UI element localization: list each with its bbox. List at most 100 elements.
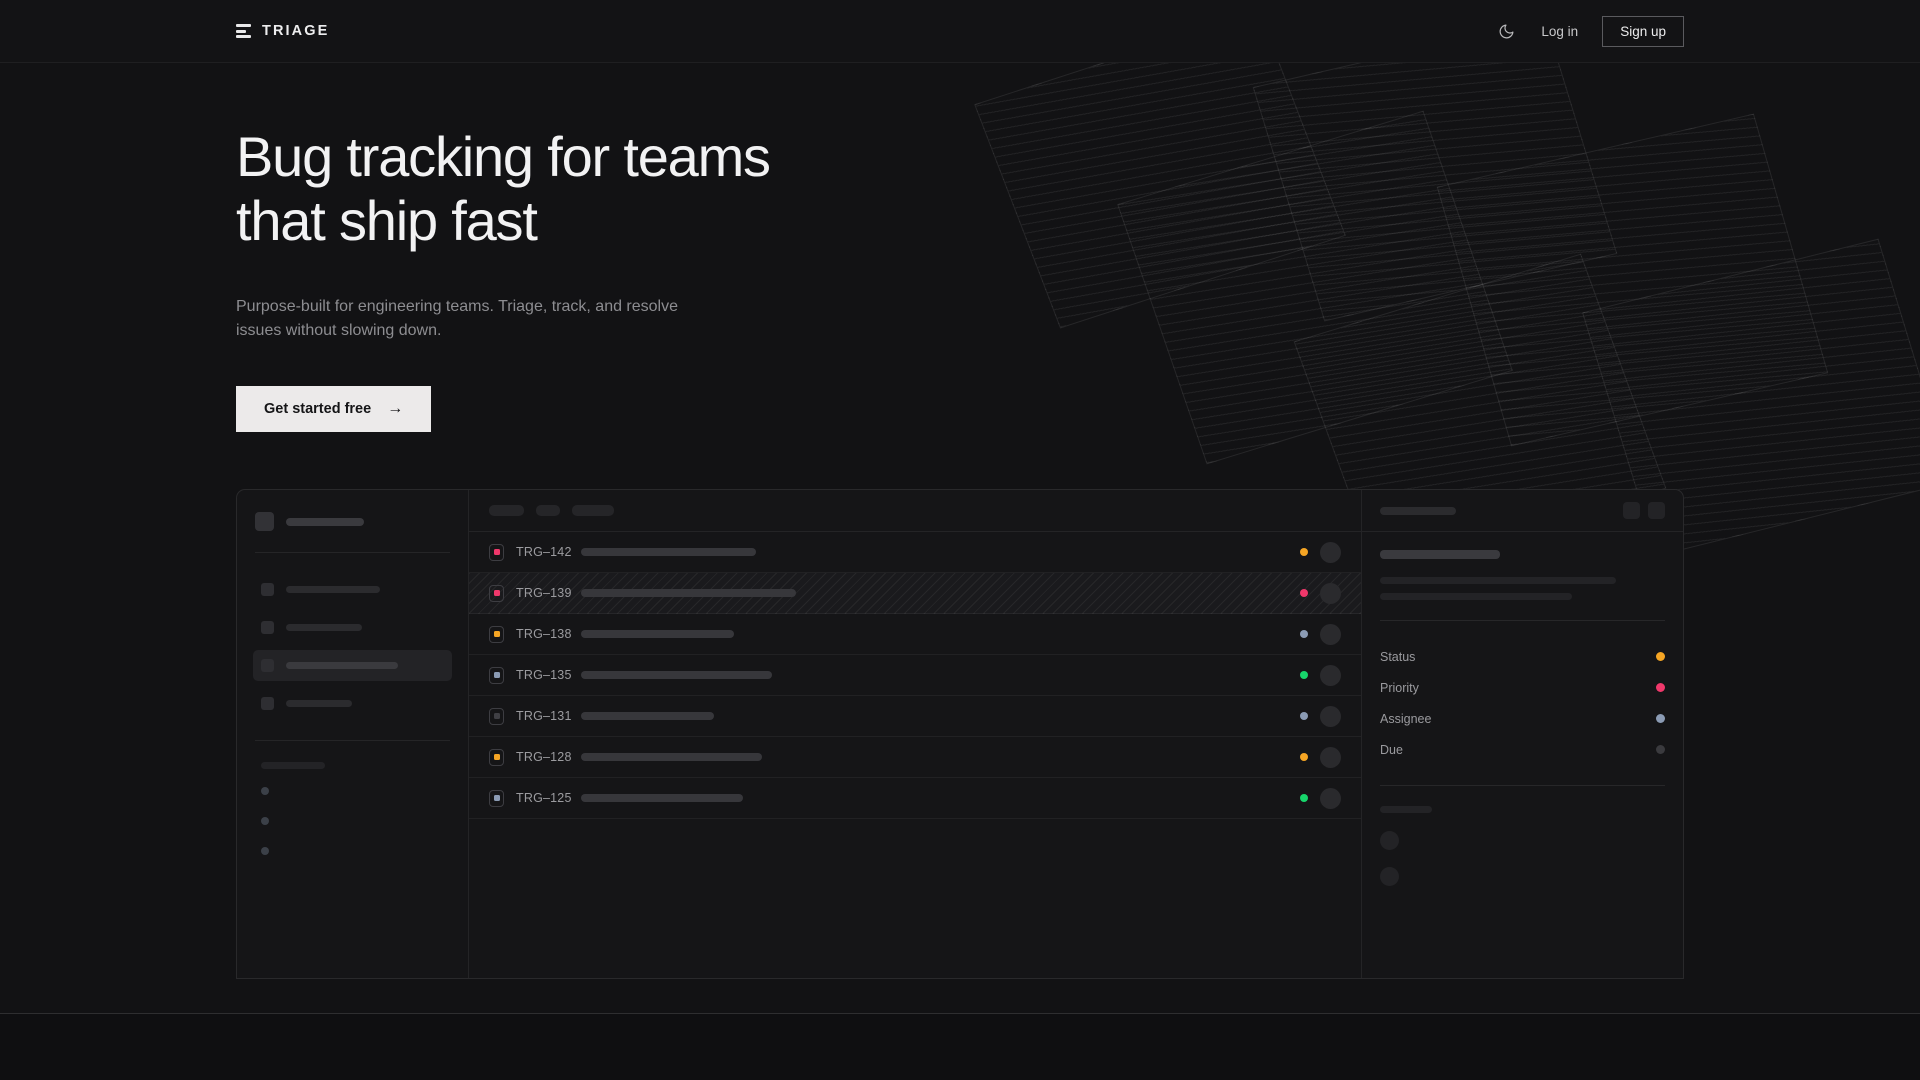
row-meta [1300, 664, 1341, 686]
avatar[interactable] [1320, 623, 1341, 645]
hero-subtext: Purpose-built for engineering teams. Tri… [236, 297, 679, 340]
detail-title-placeholder [1380, 506, 1456, 515]
field-label: Due [1380, 742, 1403, 757]
signup-button[interactable]: Sign up [1602, 15, 1684, 47]
sidebar-divider-2 [255, 740, 450, 742]
detail-header-buttons [1623, 502, 1665, 520]
detail-header-button-1[interactable] [1623, 502, 1640, 520]
status-badge[interactable] [1300, 794, 1308, 803]
headline-line-2: that ship fast [236, 188, 538, 252]
status-badge[interactable] [1300, 589, 1308, 598]
avatar[interactable] [1320, 541, 1341, 563]
priority-icon[interactable] [489, 789, 504, 807]
table-row[interactable]: TRG–125 [469, 778, 1361, 820]
field-label: Priority [1380, 680, 1419, 695]
detail-desc-line-2 [1380, 593, 1572, 601]
table-row[interactable]: TRG–128 [469, 737, 1361, 779]
brand-name: TRIAGE [262, 23, 330, 39]
issue-title-placeholder [581, 589, 796, 598]
table-row[interactable]: TRG–138 [469, 614, 1361, 656]
row-meta [1300, 705, 1341, 727]
table-row[interactable]: TRG–139 [469, 573, 1361, 615]
issue-id: TRG–138 [516, 627, 572, 642]
brand-logo[interactable]: TRIAGE [236, 23, 329, 39]
detail-header-button-2[interactable] [1648, 502, 1665, 520]
sidebar-item-3[interactable] [253, 650, 452, 682]
status-badge[interactable] [1300, 671, 1308, 680]
status-badge[interactable] [1300, 548, 1308, 557]
field-label: Assignee [1380, 711, 1432, 726]
sidebar-item-2[interactable] [253, 612, 452, 643]
priority-icon[interactable] [489, 584, 504, 602]
arrow-right-icon: → [387, 400, 404, 418]
detail-field-status[interactable]: Status [1380, 641, 1665, 672]
priority-icon[interactable] [489, 666, 504, 684]
sidebar-item-icon [261, 583, 274, 597]
issue-id: TRG–135 [516, 668, 572, 683]
priority-icon[interactable] [489, 625, 504, 643]
issue-list-toolbar [469, 490, 1361, 533]
detail-header [1362, 490, 1683, 533]
sidebar-sub-items [253, 787, 452, 856]
avatar[interactable] [1320, 664, 1341, 686]
sidebar-item-4[interactable] [253, 688, 452, 719]
preview-sidebar [237, 490, 469, 979]
detail-divider [1380, 620, 1665, 622]
row-meta [1300, 541, 1341, 563]
table-row[interactable]: TRG–142 [469, 532, 1361, 574]
sidebar-item-label [286, 624, 362, 632]
priority-icon[interactable] [489, 748, 504, 766]
priority-icon[interactable] [489, 707, 504, 725]
field-value-indicator [1656, 714, 1665, 724]
workspace-avatar [255, 512, 274, 532]
sidebar-item-1[interactable] [253, 574, 452, 605]
comment-avatar-1[interactable] [1380, 831, 1399, 851]
login-link[interactable]: Log in [1541, 23, 1579, 39]
field-label: Status [1380, 649, 1416, 664]
moon-icon[interactable] [1495, 20, 1517, 42]
priority-icon[interactable] [489, 543, 504, 561]
sidebar-sub-item-1[interactable] [253, 787, 452, 796]
table-row[interactable]: TRG–135 [469, 655, 1361, 697]
detail-field-due[interactable]: Due [1380, 734, 1665, 765]
field-value-indicator [1656, 745, 1665, 755]
issue-id: TRG–139 [516, 586, 572, 601]
issue-title-placeholder [581, 548, 756, 557]
table-row[interactable]: TRG–131 [469, 696, 1361, 738]
issue-id: TRG–128 [516, 750, 572, 765]
avatar[interactable] [1320, 787, 1341, 809]
issue-title-placeholder [581, 630, 734, 639]
sidebar-workspace[interactable] [253, 512, 452, 532]
detail-field-priority[interactable]: Priority [1380, 672, 1665, 703]
status-badge[interactable] [1300, 712, 1308, 721]
status-badge[interactable] [1300, 753, 1308, 762]
filter-chip-2[interactable] [536, 505, 560, 517]
issue-id: TRG–125 [516, 791, 572, 806]
workspace-name-placeholder [286, 517, 364, 526]
sidebar-item-label [286, 662, 398, 670]
comments-label-placeholder [1380, 806, 1432, 814]
detail-field-assignee[interactable]: Assignee [1380, 703, 1665, 734]
comment-avatar-2[interactable] [1380, 867, 1399, 887]
status-badge[interactable] [1300, 630, 1308, 639]
sidebar-item-label [286, 700, 352, 708]
issue-title-placeholder [581, 712, 714, 721]
sidebar-sub-item-2[interactable] [253, 817, 452, 826]
sidebar-item-icon [261, 659, 274, 673]
sidebar-sub-item-3[interactable] [253, 847, 452, 856]
avatar[interactable] [1320, 705, 1341, 727]
filter-chip-3[interactable] [572, 505, 614, 517]
sidebar-sub-item-dot [261, 847, 269, 856]
avatar[interactable] [1320, 582, 1341, 604]
filter-chip-1[interactable] [489, 505, 524, 517]
sidebar-sub-item-dot [261, 787, 269, 796]
get-started-button[interactable]: Get started free → [236, 386, 432, 433]
sidebar-divider [255, 552, 450, 554]
sidebar-sub-item-dot [261, 817, 269, 826]
row-meta [1300, 746, 1341, 768]
avatar[interactable] [1320, 746, 1341, 768]
